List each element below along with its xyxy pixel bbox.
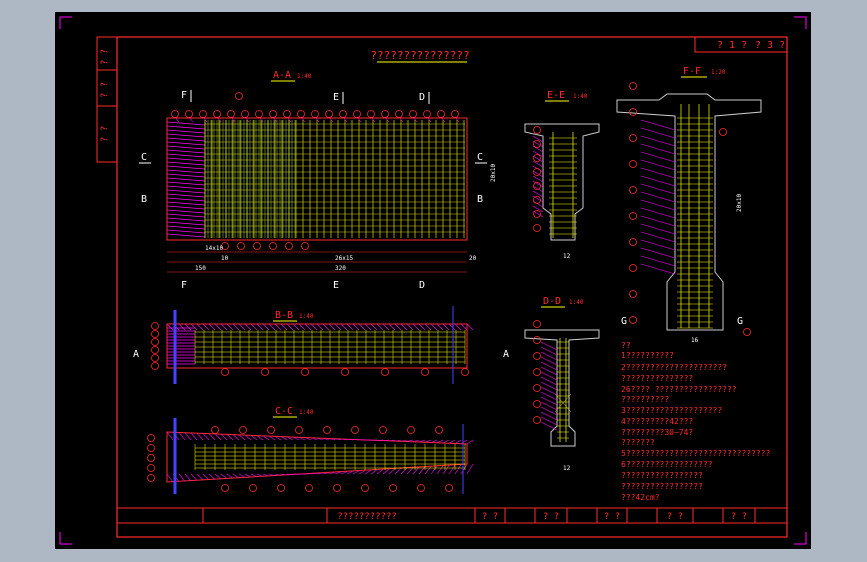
main-title: ??????????????? xyxy=(370,49,469,62)
note-line: ????????????????? xyxy=(621,482,703,491)
cad-viewport[interactable]: ? ? ? ? ? ? ? 1 ? ? 3 ? ??????????????? … xyxy=(55,12,811,549)
note-line: 6?????????????????? xyxy=(621,460,713,469)
view-ee-title: E-E xyxy=(547,90,565,101)
general-notes: ?? 1?????????? 2????????????????????? ??… xyxy=(621,341,770,502)
side-label-c: ? ? xyxy=(100,126,110,142)
note-line: 3???????????????????? xyxy=(621,406,722,415)
side-label-a: ? ? xyxy=(100,49,110,65)
marker-c-right: C xyxy=(477,152,483,163)
view-cc[interactable]: C-C 1:40 xyxy=(147,406,474,494)
dim-320: 320 xyxy=(335,265,346,272)
view-ee-scale: 1:40 xyxy=(573,93,588,100)
marker-g-right: G xyxy=(737,316,743,327)
dim-14x10: 14x10 xyxy=(205,245,223,252)
dim-20x10-ff: 20x10 xyxy=(736,194,743,212)
note-line: ?????????30~74? xyxy=(621,428,693,437)
note-line: 1?????????? xyxy=(621,351,674,360)
note-line: ???42cm? xyxy=(621,493,660,502)
marker-e-bot: E xyxy=(333,280,339,291)
note-line: ??????? xyxy=(621,438,655,447)
marker-a-left: A xyxy=(133,349,139,360)
view-dd[interactable]: D-D 1:40 12 xyxy=(524,296,600,472)
drawing-border xyxy=(116,36,788,538)
marker-f-bot: F xyxy=(181,280,187,291)
note-line: ??????????????? xyxy=(621,374,693,383)
marker-a-right: A xyxy=(503,349,509,360)
marker-d-top: D xyxy=(419,92,425,103)
view-ff-title: F-F xyxy=(683,66,701,77)
view-aa[interactable]: A-A 1:40 F E D F E D C C B B 14x10 26x15… xyxy=(139,70,497,291)
marker-f-top: F xyxy=(181,90,187,101)
note-line: 2????????????????????? xyxy=(621,363,727,372)
view-cc-title: C-C xyxy=(275,406,293,417)
drawing-canvas: ? ? ? ? ? ? ? 1 ? ? 3 ? ??????????????? … xyxy=(59,16,807,545)
marker-b-right: B xyxy=(477,194,483,205)
view-bb[interactable]: B-B 1:40 A A xyxy=(133,306,509,384)
dim-20: 20 xyxy=(469,255,477,262)
view-aa-outline xyxy=(166,117,468,241)
view-aa-title: A-A xyxy=(273,70,291,81)
marker-g-left: G xyxy=(621,316,627,327)
tb-cell-3: ? ? xyxy=(604,512,620,522)
view-dd-title: D-D xyxy=(543,296,561,307)
view-bb-title: B-B xyxy=(275,310,293,321)
marker-c-left: C xyxy=(141,152,147,163)
tb-cell-1: ? ? xyxy=(482,512,498,522)
side-tab xyxy=(96,36,118,163)
view-cc-scale: 1:40 xyxy=(299,409,314,416)
tb-cell-4: ? ? xyxy=(667,512,683,522)
marker-b-left: B xyxy=(141,194,147,205)
tb-cell-2: ? ? xyxy=(543,512,559,522)
view-dd-scale: 1:40 xyxy=(569,299,584,306)
title-block: ??????????? ? ? ? ? ? ? ? ? ? ? xyxy=(116,507,788,524)
view-ee[interactable]: E-E 1:40 12 xyxy=(524,90,600,260)
view-ff-scale: 1:20 xyxy=(711,69,726,76)
sheet-number-box xyxy=(694,36,788,53)
sheet-label-a: ? 1 ? xyxy=(717,40,747,51)
paper-corner-marks xyxy=(59,16,807,545)
dim-16-ff: 16 xyxy=(691,337,699,344)
note-line: 4?????????42??? xyxy=(621,417,693,426)
drawing-name: ??????????? xyxy=(337,512,397,522)
note-line: 5?????????????????????????????? xyxy=(621,449,770,458)
notes-heading: ?? xyxy=(621,341,631,350)
sheet-label-b: ? 3 ? xyxy=(755,40,785,51)
dim-20x10-aa: 20x10 xyxy=(490,164,497,182)
view-aa-scale: 1:40 xyxy=(297,73,312,80)
view-bb-scale: 1:40 xyxy=(299,313,314,320)
marker-d-bot: D xyxy=(419,280,425,291)
tb-cell-5: ? ? xyxy=(731,512,747,522)
marker-e-top: E xyxy=(333,92,339,103)
note-line: ?????????? xyxy=(621,395,669,404)
side-label-b: ? ? xyxy=(100,82,110,98)
dim-12-ee: 12 xyxy=(563,253,571,260)
dim-10: 10 xyxy=(221,255,229,262)
dim-150: 150 xyxy=(195,265,206,272)
note-line: 26???? ????????????????? xyxy=(621,385,737,394)
view-ff[interactable]: F-F 1:20 G G 20x10 16 xyxy=(616,66,762,344)
note-line: ????????????????? xyxy=(621,471,703,480)
dim-26x15: 26x15 xyxy=(335,255,353,262)
dim-12-dd: 12 xyxy=(563,465,571,472)
